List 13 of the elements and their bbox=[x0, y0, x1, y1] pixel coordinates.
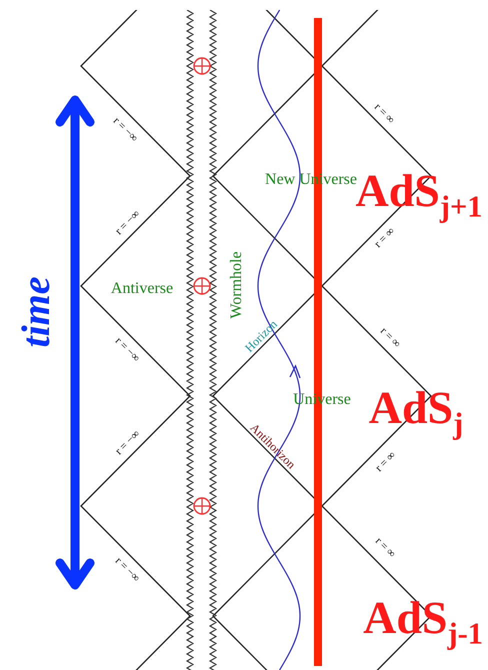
boundary-label: r = ∞ bbox=[378, 326, 402, 350]
boundary-label: r = ∞ bbox=[372, 102, 396, 126]
boundary-label: r = ∞ bbox=[372, 226, 398, 250]
boundary-label: r = ∞ bbox=[372, 536, 398, 560]
boundary-label: r = −∞ bbox=[110, 116, 140, 144]
boundary-label: r = ∞ bbox=[374, 450, 398, 474]
boundary-label: r = −∞ bbox=[112, 336, 142, 364]
region-label: Antiverse bbox=[110, 281, 174, 297]
axis-label: time bbox=[16, 276, 56, 348]
region-label: Wormhole bbox=[229, 251, 245, 319]
boundary-label: r = −∞ bbox=[114, 428, 142, 458]
boundary-label: r = −∞ bbox=[112, 556, 142, 584]
boundary-label: r = −∞ bbox=[114, 208, 142, 238]
